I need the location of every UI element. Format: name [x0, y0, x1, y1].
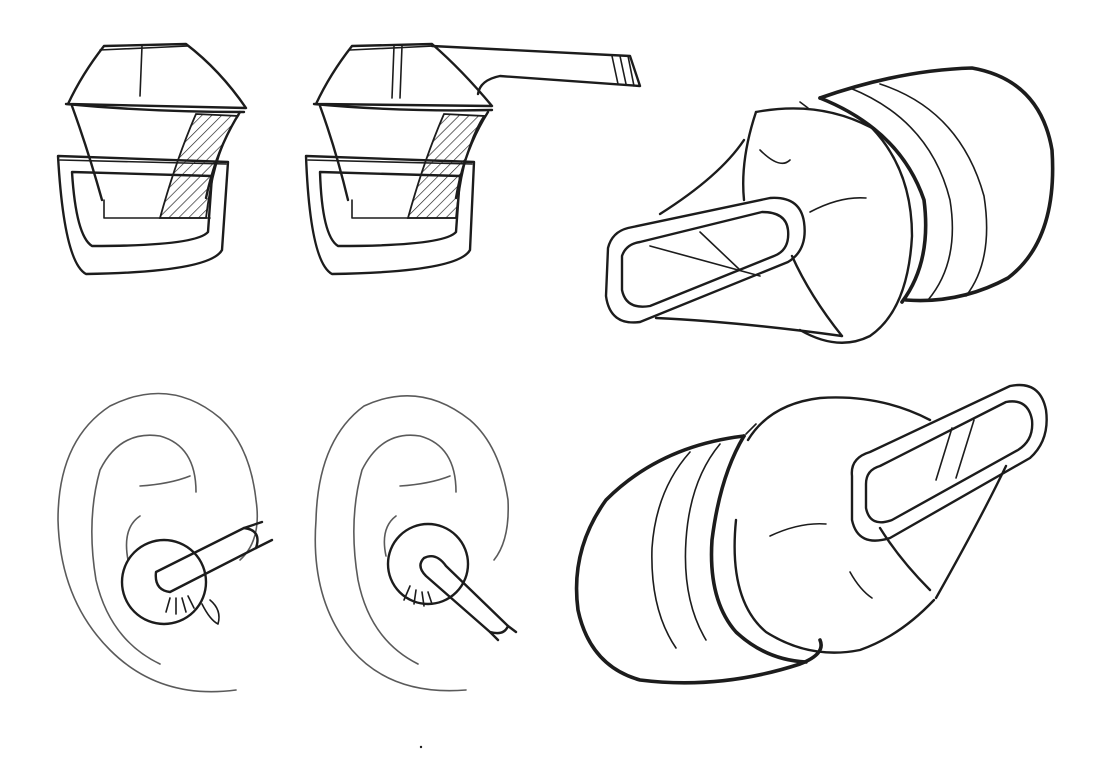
earbud-perspective-nozzle-left [604, 66, 1055, 344]
earbud-side-view-tip-only [56, 42, 248, 276]
earbud-in-ear-stem-up [120, 520, 274, 626]
earbud-side-view-with-stem [304, 42, 642, 276]
ear-with-earbud-stem-up [57, 392, 259, 693]
ear-with-earbud-stem-down [314, 395, 510, 692]
earbud-in-ear-stem-down [386, 522, 518, 642]
earbud-perspective-nozzle-right [574, 383, 1048, 685]
stray-mark [419, 745, 423, 749]
